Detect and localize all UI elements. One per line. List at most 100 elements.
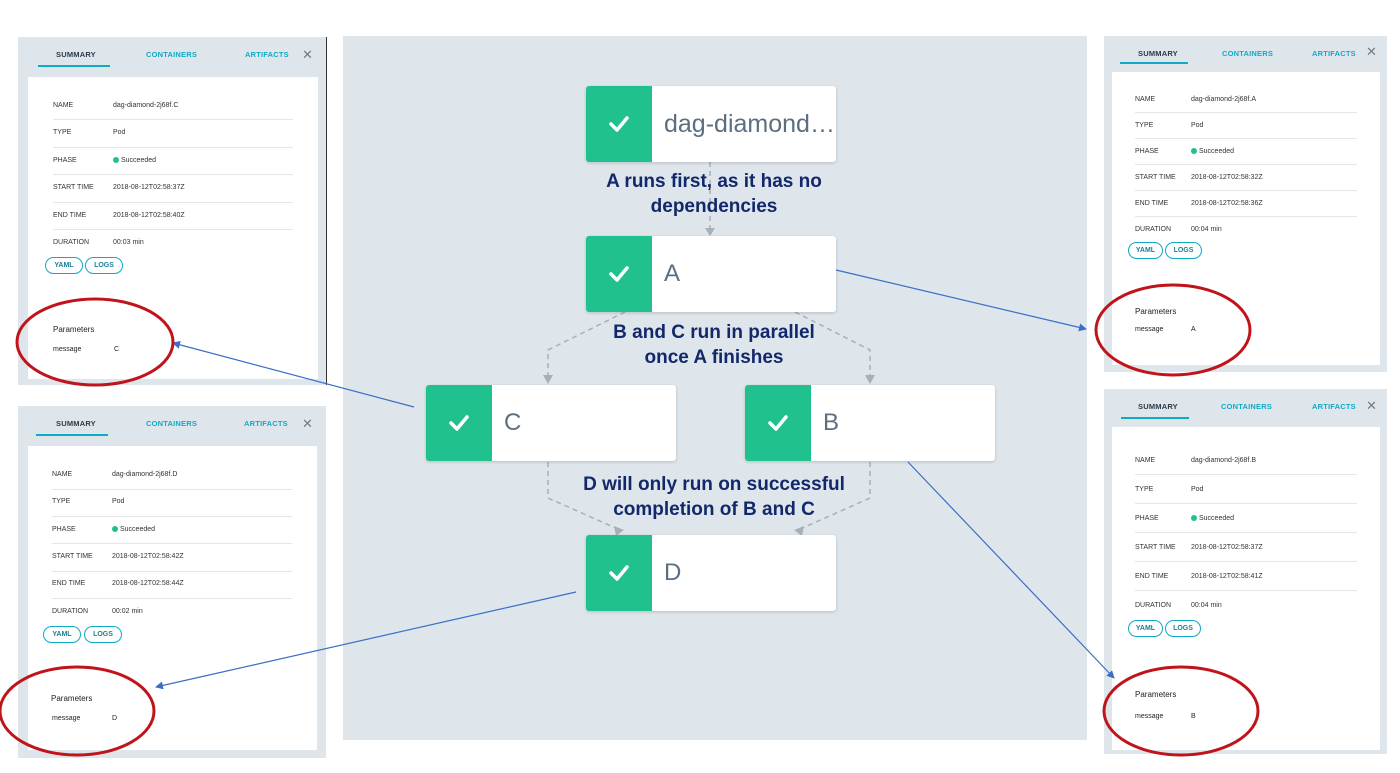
field-label: START TIME — [1135, 174, 1176, 181]
param-value: B — [1191, 713, 1196, 720]
annotation-line: D will only run on successful — [583, 474, 845, 495]
yaml-button[interactable]: YAML — [1128, 242, 1163, 259]
tab-artifacts[interactable]: ARTIFACTS — [245, 50, 289, 59]
annotation-bc-parallel: B and C run in parallel once A finishes — [590, 320, 838, 370]
field-label: NAME — [1135, 96, 1156, 103]
field-label: DURATION — [53, 239, 90, 246]
annotation-line: completion of B and C — [613, 499, 815, 520]
panel-node-a: SUMMARY CONTAINERS ARTIFACTS ✕ NAME dag-d… — [1104, 36, 1387, 372]
annotation-line: B and C run in parallel — [613, 322, 815, 343]
annotation-line: once A finishes — [644, 347, 784, 368]
success-icon — [113, 157, 119, 163]
divider — [52, 571, 292, 572]
param-name: message — [1135, 713, 1164, 720]
annotation-a-first: A runs first, as it has no dependencies — [590, 169, 838, 219]
param-name: message — [1135, 326, 1164, 333]
success-icon — [1191, 515, 1197, 521]
panel-node-b: SUMMARY CONTAINERS ARTIFACTS ✕ NAME dag-d… — [1104, 389, 1387, 754]
parameters-title: Parameters — [1135, 690, 1177, 699]
divider — [53, 229, 293, 230]
param-name: message — [53, 346, 82, 353]
logs-button[interactable]: LOGS — [85, 257, 123, 274]
node-c[interactable]: C — [426, 385, 676, 461]
tab-underline — [1120, 62, 1188, 64]
tab-artifacts[interactable]: ARTIFACTS — [244, 419, 288, 428]
field-value: 00:03 min — [113, 239, 144, 246]
param-value: C — [114, 346, 120, 353]
node-label: dag-diamond-2j... — [664, 109, 836, 138]
node-root[interactable]: dag-diamond-2j... — [586, 86, 836, 162]
field-label: TYPE — [52, 498, 71, 505]
param-name: message — [52, 715, 81, 722]
parameters-card: Parameters message A — [1112, 290, 1380, 365]
tab-summary[interactable]: SUMMARY — [56, 419, 96, 428]
tab-underline — [1121, 417, 1189, 419]
divider — [52, 543, 292, 544]
parameters-card: Parameters message D — [28, 677, 317, 750]
panel-tabs: SUMMARY CONTAINERS ARTIFACTS ✕ — [18, 406, 326, 438]
parameters-card: Parameters message C — [28, 307, 318, 379]
field-value: Pod — [112, 498, 125, 505]
divider — [52, 489, 292, 490]
divider — [52, 516, 292, 517]
param-value: A — [1191, 326, 1196, 333]
close-icon[interactable]: ✕ — [302, 47, 313, 62]
field-value: dag-diamond-2j68f.A — [1191, 96, 1256, 103]
field-value: 2018-08-12T02:58:37Z — [1191, 544, 1263, 551]
field-label: NAME — [53, 102, 74, 109]
tab-containers[interactable]: CONTAINERS — [146, 419, 198, 428]
annotation-d-after: D will only run on successful completion… — [570, 472, 858, 522]
tab-containers[interactable]: CONTAINERS — [1222, 49, 1274, 58]
yaml-button[interactable]: YAML — [1128, 620, 1163, 637]
close-icon[interactable]: ✕ — [1366, 398, 1377, 413]
field-value: Pod — [1191, 486, 1204, 493]
field-label: PHASE — [1135, 515, 1159, 522]
field-value: 00:02 min — [112, 608, 143, 615]
field-value: dag-diamond-2j68f.B — [1191, 457, 1256, 464]
node-d[interactable]: D — [586, 535, 836, 611]
divider — [52, 598, 292, 599]
tab-summary[interactable]: SUMMARY — [56, 50, 96, 59]
tab-summary[interactable]: SUMMARY — [1138, 402, 1178, 411]
panel-tabs: SUMMARY CONTAINERS ARTIFACTS ✕ — [1104, 36, 1387, 68]
tab-artifacts[interactable]: ARTIFACTS — [1312, 402, 1356, 411]
field-value: 2018-08-12T02:58:44Z — [112, 580, 184, 587]
logs-button[interactable]: LOGS — [84, 626, 122, 643]
field-label: START TIME — [1135, 544, 1176, 551]
divider — [53, 174, 293, 175]
field-label: START TIME — [53, 184, 94, 191]
field-value: 2018-08-12T02:58:42Z — [112, 553, 184, 560]
close-icon[interactable]: ✕ — [1366, 44, 1377, 59]
field-label: NAME — [1135, 457, 1156, 464]
field-label: NAME — [52, 471, 73, 478]
field-label: PHASE — [53, 157, 77, 164]
close-icon[interactable]: ✕ — [302, 416, 313, 431]
field-value: 00:04 min — [1191, 226, 1222, 233]
field-value: Succeeded — [1199, 515, 1235, 522]
field-label: END TIME — [1135, 200, 1169, 207]
divider — [1135, 190, 1357, 191]
divider — [1135, 112, 1357, 113]
node-b[interactable]: B — [745, 385, 995, 461]
field-value: 2018-08-12T02:58:32Z — [1191, 174, 1263, 181]
yaml-button[interactable]: YAML — [45, 257, 83, 274]
logs-button[interactable]: LOGS — [1165, 620, 1201, 637]
logs-button[interactable]: LOGS — [1165, 242, 1202, 259]
node-label: D — [664, 559, 682, 586]
check-icon — [586, 86, 652, 162]
field-value: dag-diamond-2j68f.C — [113, 102, 179, 109]
panel-edge-line — [326, 37, 327, 385]
node-label: C — [504, 409, 522, 436]
field-value: Succeeded — [121, 157, 157, 164]
check-icon — [586, 236, 652, 312]
tab-containers[interactable]: CONTAINERS — [146, 50, 198, 59]
tab-summary[interactable]: SUMMARY — [1138, 49, 1178, 58]
yaml-button[interactable]: YAML — [43, 626, 81, 643]
tab-containers[interactable]: CONTAINERS — [1221, 402, 1273, 411]
divider — [1135, 561, 1357, 562]
tab-artifacts[interactable]: ARTIFACTS — [1312, 49, 1356, 58]
node-a[interactable]: A — [586, 236, 836, 312]
